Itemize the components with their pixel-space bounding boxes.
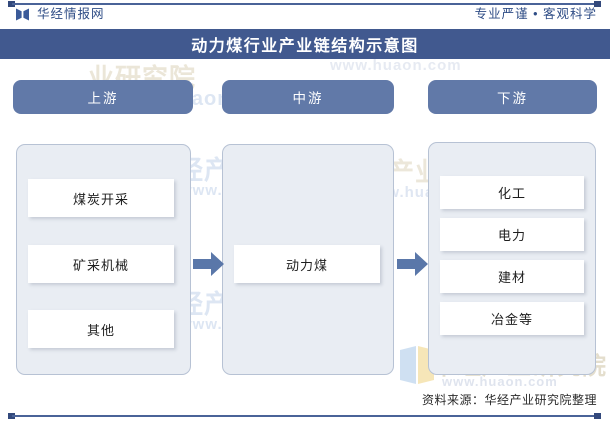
item-label: 煤炭开采	[72, 191, 129, 207]
column-header-midstream[interactable]: 中游	[222, 80, 394, 114]
footer: 资料来源：华经产业研究院整理	[0, 389, 610, 424]
top-bar: 华经情报网 专业严谨 • 客观科学	[0, 0, 610, 27]
list-item[interactable]: 冶金等	[440, 302, 584, 335]
item-label: 建材	[497, 270, 526, 285]
page-title: 动力煤行业产业链结构示意图	[191, 38, 419, 55]
column-header-upstream[interactable]: 上游	[13, 80, 193, 114]
top-rule-cap-left	[8, 1, 15, 7]
column-header-midstream-label: 中游	[292, 91, 324, 106]
footer-rule-cap-right	[594, 413, 601, 419]
slogan: 专业严谨 • 客观科学	[474, 7, 597, 21]
list-item[interactable]: 化工	[440, 176, 584, 209]
list-item[interactable]: 煤炭开采	[28, 179, 174, 217]
arrow-midstream-to-downstream-icon	[397, 252, 428, 276]
column-header-downstream-label: 下游	[497, 91, 528, 106]
list-item[interactable]: 动力煤	[234, 245, 380, 283]
item-label: 电力	[497, 228, 526, 243]
value-chain-diagram: 上游 中游 下游 煤炭开采 矿采机械 其他 动力煤 化工 电力	[0, 59, 610, 389]
source-note: 资料来源：华经产业研究院整理	[421, 393, 597, 407]
bowtie-logo-icon	[16, 8, 29, 21]
footer-rule-cap-left	[8, 413, 15, 419]
list-item[interactable]: 建材	[440, 260, 584, 293]
top-rule-cap-right	[594, 1, 601, 7]
item-label: 其他	[86, 322, 115, 338]
title-band: 动力煤行业产业链结构示意图	[0, 29, 610, 59]
arrow-upstream-to-midstream-icon	[193, 252, 224, 276]
list-item[interactable]: 电力	[440, 218, 584, 251]
brand-name: 华经情报网	[37, 7, 105, 21]
item-label: 化工	[497, 186, 526, 201]
item-label: 冶金等	[490, 312, 533, 327]
list-item[interactable]: 其他	[28, 310, 174, 348]
brand[interactable]: 华经情报网	[16, 8, 105, 21]
list-item[interactable]: 矿采机械	[28, 245, 174, 283]
footer-rule	[12, 415, 597, 417]
item-label: 矿采机械	[72, 257, 129, 273]
column-header-upstream-label: 上游	[87, 91, 119, 106]
top-rule	[12, 3, 597, 5]
item-label: 动力煤	[285, 257, 328, 273]
column-header-downstream[interactable]: 下游	[428, 80, 597, 114]
